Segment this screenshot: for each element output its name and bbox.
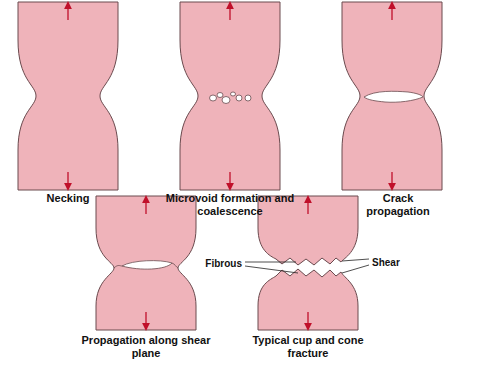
stage-label: Crack propagation <box>350 192 446 218</box>
fracture-zone-label: Shear <box>372 256 400 269</box>
fracture-zone-label: Fibrous <box>205 257 242 270</box>
stage-label: Microvoid formation and coalescence <box>155 192 305 218</box>
stage-label: Typical cup and cone fracture <box>238 334 378 360</box>
stage-label: Necking <box>13 192 123 205</box>
stage-label: Propagation along shear plane <box>71 334 221 360</box>
